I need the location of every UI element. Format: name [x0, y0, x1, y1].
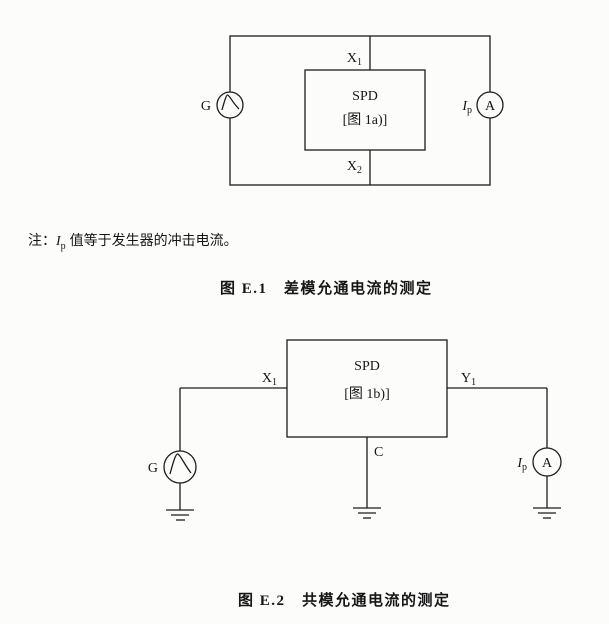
ground-icon	[353, 507, 381, 519]
spd-title: SPD	[354, 359, 380, 374]
ground-icon	[166, 509, 194, 521]
figure-e2-diagram: SPD [图 1b)] X1 Y1 C G A Ip	[148, 339, 562, 521]
note-symbol-sub: p	[60, 240, 66, 252]
note-label: 注：	[28, 234, 56, 249]
figure-e1-diagram: X1 SPD [图 1a)] X2 G A Ip	[201, 35, 504, 186]
note-symbol: I	[56, 234, 61, 249]
spd-ref: [图 1a)]	[343, 113, 388, 128]
terminal-c-label: C	[374, 445, 383, 460]
spd-title: SPD	[352, 89, 378, 104]
figure-e1-caption: 图 E.1 差模允通电流的测定	[220, 281, 433, 297]
impulse-waveform-icon	[169, 453, 192, 475]
ammeter-symbol	[476, 91, 504, 119]
ammeter-symbol	[532, 447, 562, 477]
terminal-x1-label: X1	[262, 371, 277, 388]
ammeter-label: A	[485, 99, 496, 114]
current-ip-label: Ip	[516, 456, 527, 473]
note-text: 值等于发生器的冲击电流。	[69, 234, 238, 249]
figure-e2-caption: 图 E.2 共模允通电流的测定	[238, 593, 451, 609]
terminal-x1-label: X1	[347, 51, 362, 68]
ammeter-label: A	[542, 456, 553, 471]
terminal-x2-label: X2	[347, 159, 362, 176]
ground-icon	[533, 507, 561, 519]
generator-symbol	[216, 91, 244, 119]
spd-box	[304, 69, 426, 151]
current-ip-label: Ip	[461, 99, 472, 116]
terminal-y1-label: Y1	[461, 371, 476, 388]
spd-ref: [图 1b)]	[344, 387, 390, 402]
impulse-waveform-icon	[221, 94, 240, 111]
generator-symbol	[163, 450, 197, 484]
generator-label: G	[201, 99, 211, 114]
generator-label: G	[148, 461, 158, 476]
